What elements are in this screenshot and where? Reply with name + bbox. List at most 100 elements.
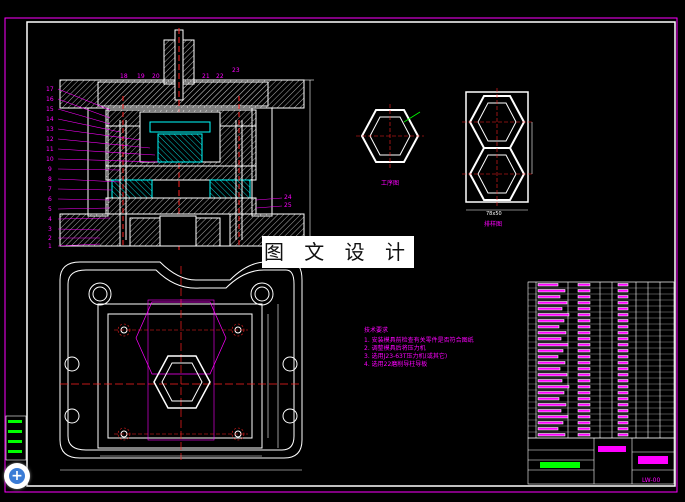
part-number: 18 [120, 73, 128, 80]
parts-cell-fill [577, 397, 591, 401]
parts-cell-fill [617, 289, 629, 293]
part-number: 8 [48, 176, 52, 183]
parts-cell-fill [617, 391, 629, 395]
part-number: 20 [152, 73, 160, 80]
parts-cell-fill [577, 325, 591, 329]
parts-cell-fill [617, 355, 629, 359]
parts-cell-fill [537, 427, 559, 431]
parts-cell-fill [617, 343, 629, 347]
parts-cell-fill [577, 403, 591, 407]
parts-cell-fill [617, 283, 629, 287]
parts-cell-fill [577, 295, 591, 299]
parts-cell-fill [577, 301, 591, 305]
tech-note-line: 3. 选用J23-63T压力机(或其它) [364, 352, 447, 360]
parts-cell-fill [537, 325, 560, 329]
parts-cell-fill [617, 385, 629, 389]
parts-cell-fill [537, 283, 559, 287]
parts-cell-fill [537, 313, 570, 317]
parts-cell-fill [577, 415, 591, 419]
parts-cell-fill [577, 367, 591, 371]
parts-cell-fill [617, 295, 629, 299]
parts-cell-fill [537, 373, 568, 377]
parts-cell-fill [617, 409, 629, 413]
part-number: 15 [46, 106, 54, 113]
part-number: 7 [48, 186, 52, 193]
add-button[interactable]: + [4, 463, 30, 489]
parts-cell-fill [537, 409, 562, 413]
part-number: 9 [48, 166, 52, 173]
parts-cell-fill [577, 349, 591, 353]
parts-cell-fill [617, 361, 629, 365]
parts-cell-fill [617, 337, 629, 341]
parts-cell-fill [617, 349, 629, 353]
parts-cell-fill [617, 403, 629, 407]
parts-cell-fill [617, 415, 629, 419]
part-number: 5 [48, 206, 52, 213]
parts-cell-fill [537, 337, 562, 341]
parts-cell-fill [537, 355, 559, 359]
parts-cell-fill [617, 421, 629, 425]
parts-cell-fill [577, 385, 591, 389]
parts-cell-fill [617, 301, 629, 305]
tech-notes: 技术要求 1. 安装模具前检查有关零件是否符合图纸 2. 调整模具后将压力机 3… [364, 326, 474, 368]
part-number: 16 [46, 96, 54, 103]
parts-cell-fill [537, 343, 569, 347]
parts-cell-fill [617, 319, 629, 323]
parts-cell-fill [617, 367, 629, 371]
title-block [527, 437, 675, 485]
part-number: 17 [46, 86, 54, 93]
parts-cell-fill [577, 307, 591, 311]
parts-cell-fill [617, 373, 629, 377]
parts-cell-fill [577, 379, 591, 383]
parts-cell-fill [577, 337, 591, 341]
die-plan-view [59, 261, 303, 471]
sheet-inner-border [26, 21, 676, 487]
parts-cell-fill [537, 391, 565, 395]
strip-layout-label: 排样图 [484, 220, 502, 228]
parts-cell-fill [537, 349, 564, 353]
part-number: 1 [48, 243, 52, 250]
part-number: 24 [284, 194, 292, 201]
parts-cell-fill [617, 313, 629, 317]
parts-cell-fill [577, 289, 591, 293]
tech-note-line: 4. 选用22磨削导柱导板 [364, 360, 427, 368]
tech-note-line: 1. 安装模具前检查有关零件是否符合图纸 [364, 336, 474, 344]
parts-cell-fill [577, 427, 591, 431]
parts-cell-fill [577, 343, 591, 347]
strip-layout [462, 88, 533, 211]
parts-cell-fill [577, 391, 591, 395]
part-number-column: 17 16 15 14 13 12 11 10 9 8 7 6 5 4 3 2 … [46, 67, 292, 250]
parts-cell-fill [537, 421, 564, 425]
part-number: 13 [46, 126, 54, 133]
parts-cell-fill [577, 319, 591, 323]
drawing-number: LW-00 [642, 477, 660, 484]
parts-cell-fill [537, 295, 561, 299]
part-number: 11 [46, 146, 54, 153]
plus-icon: + [9, 468, 25, 484]
part-number: 3 [48, 226, 52, 233]
parts-cell-fill [577, 331, 591, 335]
parts-cell-fill [537, 433, 566, 437]
parts-cell-fill [577, 313, 591, 317]
parts-cell-fill [617, 427, 629, 431]
parts-cell-fill [577, 355, 591, 359]
part-number: 22 [216, 73, 224, 80]
parts-cell-fill [577, 283, 591, 287]
part-number: 23 [232, 67, 240, 74]
part-number: 10 [46, 156, 54, 163]
parts-cell-fill [617, 331, 629, 335]
part-drawing-label: 工序图 [381, 179, 399, 187]
margin-stamp [5, 415, 27, 461]
parts-cell-fill [617, 397, 629, 401]
parts-cell-fill [537, 397, 560, 401]
part-number: 25 [284, 202, 292, 209]
parts-cell-fill [577, 361, 591, 365]
parts-cell-fill [537, 361, 566, 365]
strip-dimension: 78x50 [486, 211, 502, 217]
parts-cell-fill [617, 325, 629, 329]
parts-cell-fill [537, 307, 563, 311]
parts-cell-fill [577, 409, 591, 413]
parts-cell-fill [537, 319, 565, 323]
watermark: 图 文 设 计 [262, 236, 414, 268]
